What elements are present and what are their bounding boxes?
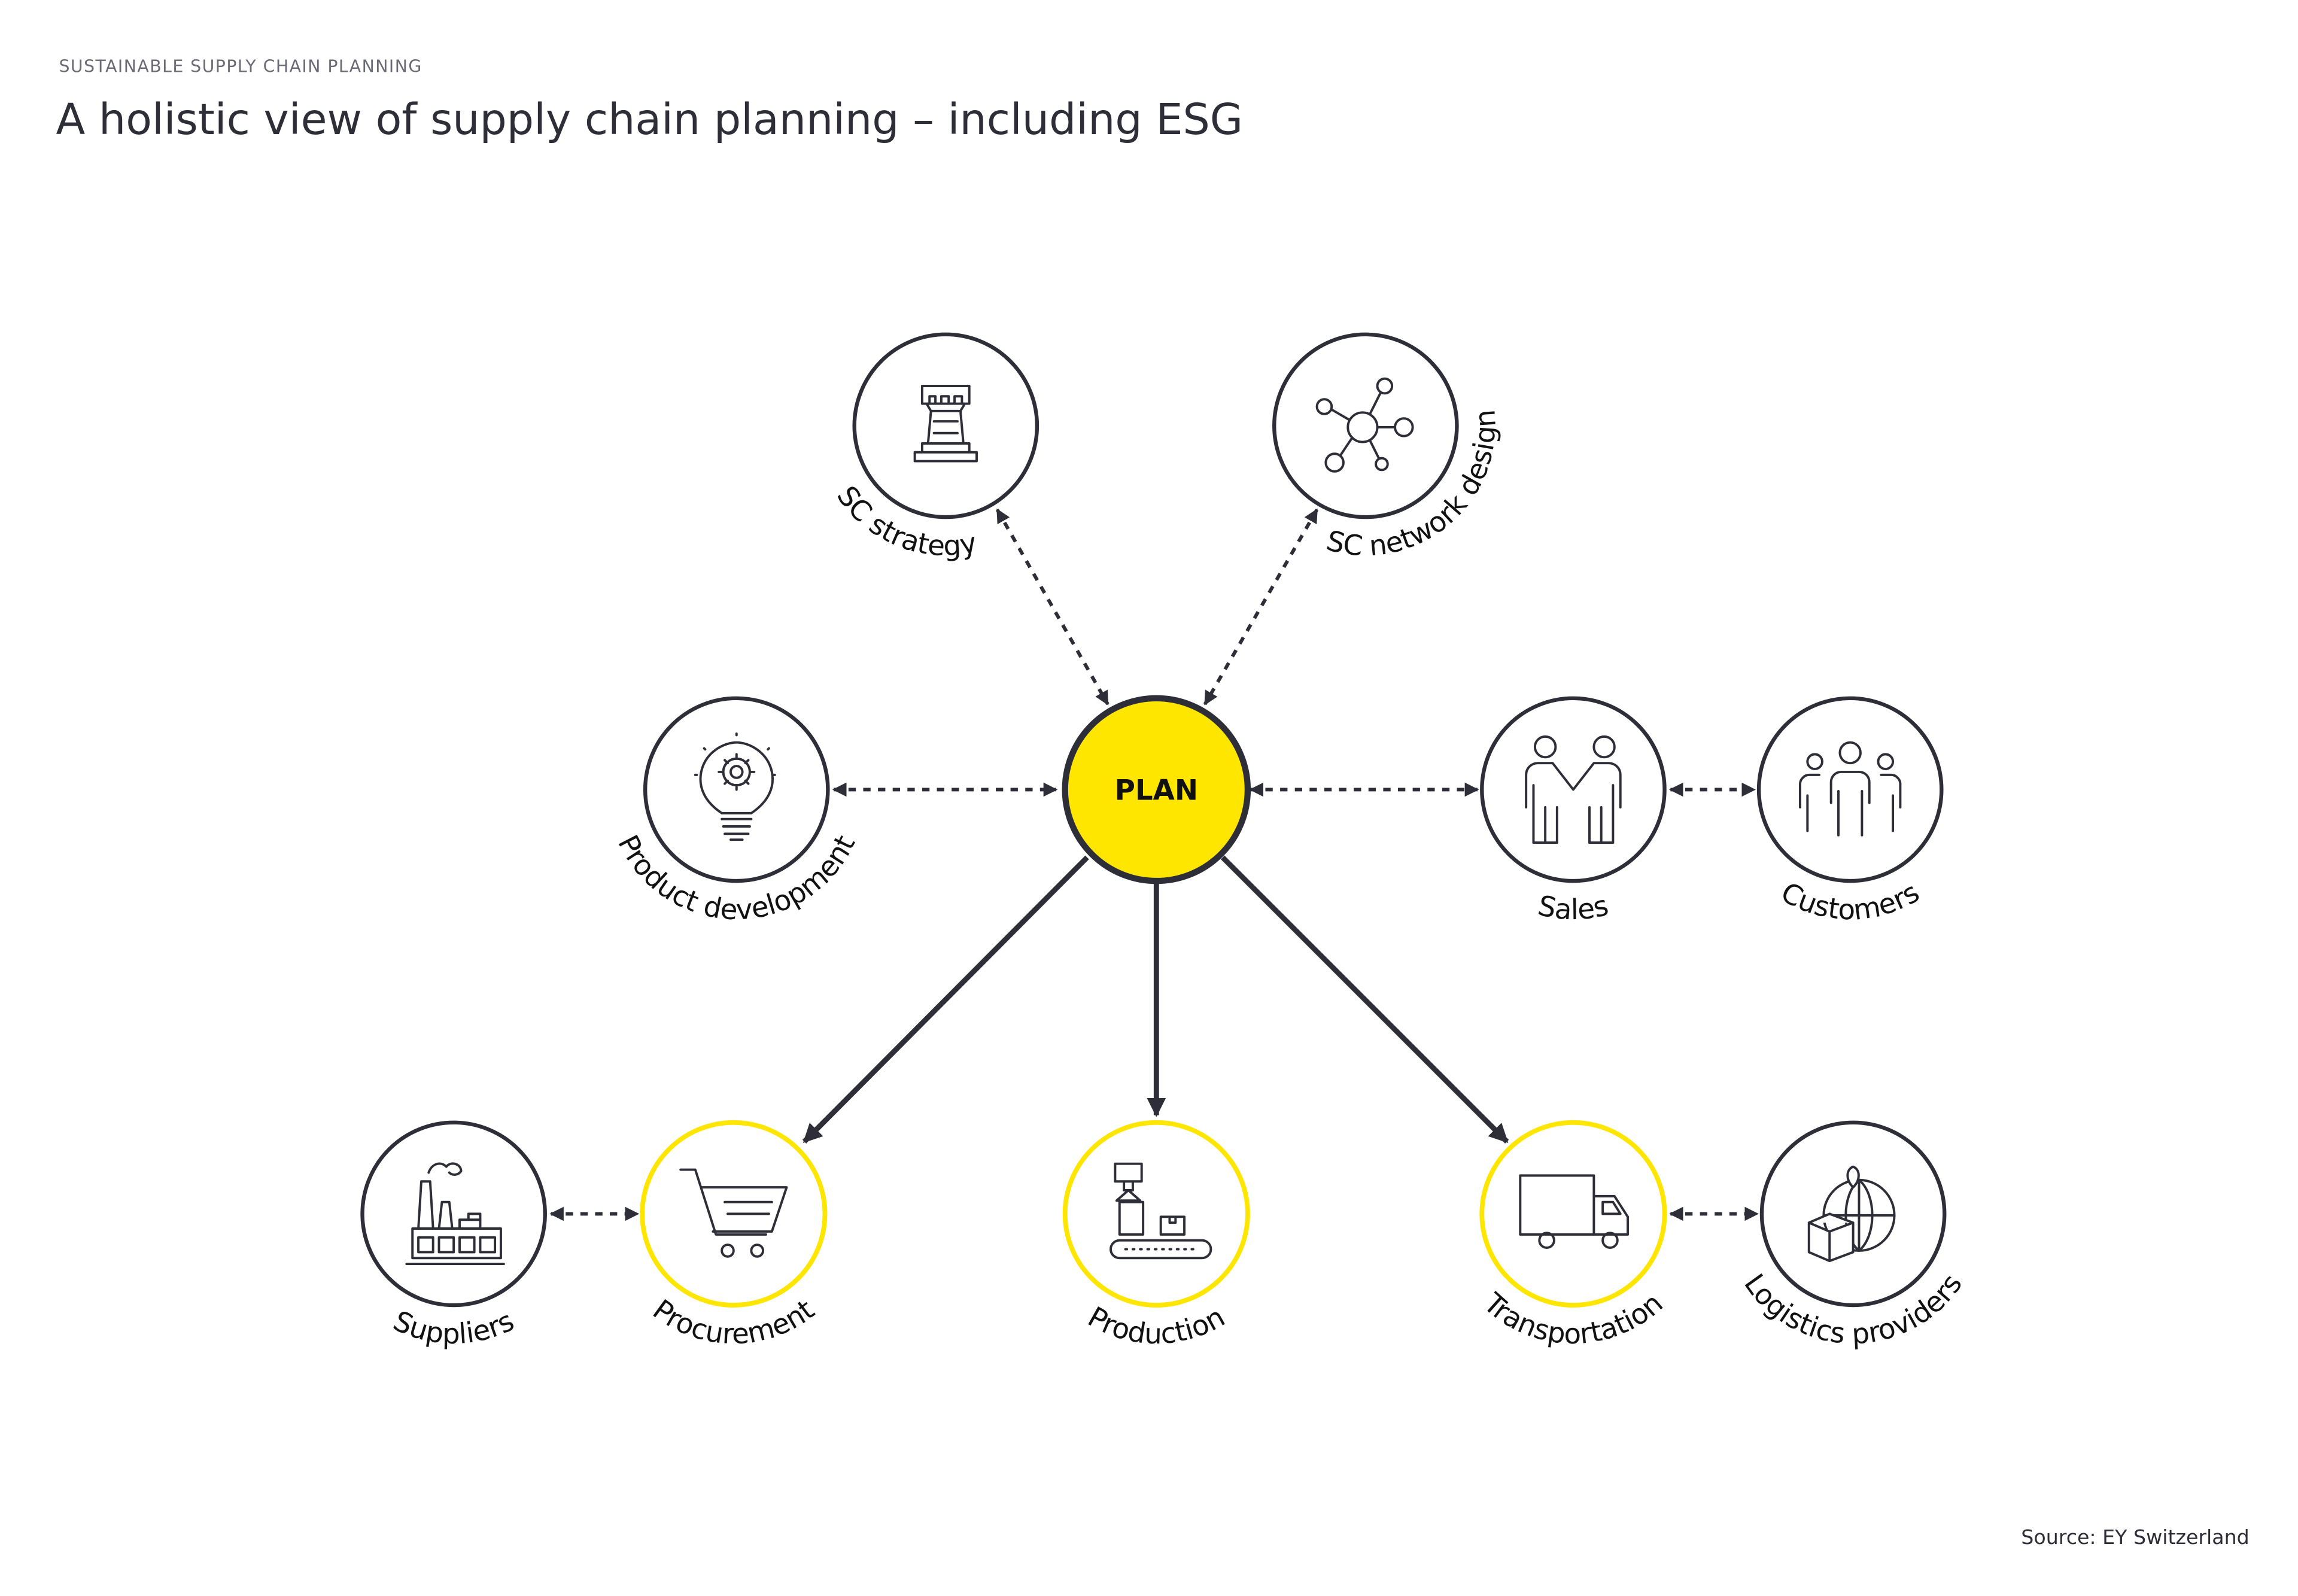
plan-label: PLAN — [1115, 775, 1198, 807]
connectors — [549, 508, 1759, 1221]
node-transportation[interactable]: Transportation — [1443, 1084, 1703, 1351]
node-logistics-providers[interactable]: Logistics providers — [1723, 1084, 1983, 1351]
globe-package-icon — [1807, 1165, 1896, 1263]
page-title: A holistic view of supply chain planning… — [56, 95, 1244, 144]
node-product-development[interactable]: Product development — [607, 660, 866, 927]
node-procurement[interactable]: Procurement — [604, 1084, 863, 1351]
svg-text:Sales: Sales — [1535, 890, 1612, 927]
truck-icon — [1519, 1174, 1629, 1249]
connector-strategy-plan — [995, 508, 1110, 706]
arrow-plan-procurement — [802, 855, 1089, 1144]
node-suppliers[interactable]: Suppliers — [324, 1084, 583, 1351]
suppliers-label: Suppliers — [388, 1305, 519, 1351]
sales-label: Sales — [1535, 890, 1612, 927]
node-production[interactable]: Production — [1027, 1084, 1286, 1351]
shopping-cart-icon — [679, 1168, 788, 1258]
factory-icon — [405, 1162, 505, 1266]
kicker-text: SUSTAINABLE SUPPLY CHAIN PLANNING — [59, 57, 422, 77]
node-sc-network-design[interactable]: SC network design — [1236, 296, 1503, 563]
arrow-plan-transportation — [1220, 855, 1509, 1144]
node-sales[interactable]: Sales — [1443, 660, 1703, 927]
svg-text:Production: Production — [1083, 1301, 1231, 1351]
people-group-icon — [1799, 741, 1902, 837]
customers-label: Customers — [1776, 876, 1925, 927]
production-label: Production — [1083, 1301, 1231, 1351]
chess-rook-icon — [913, 385, 978, 463]
svg-text:Suppliers: Suppliers — [388, 1305, 519, 1351]
lightbulb-gear-icon — [694, 732, 779, 841]
svg-text:Customers: Customers — [1776, 876, 1925, 927]
production-line-icon — [1110, 1162, 1212, 1260]
node-customers[interactable]: Customers — [1721, 660, 1980, 927]
connector-network-plan — [1203, 508, 1319, 706]
handshake-icon — [1525, 735, 1622, 844]
source-note: Source: EY Switzerland — [2021, 1525, 2249, 1549]
network-nodes-icon — [1315, 377, 1414, 473]
node-sc-strategy[interactable]: SC strategy — [816, 296, 1075, 563]
plan-node[interactable]: PLAN — [1062, 695, 1251, 884]
